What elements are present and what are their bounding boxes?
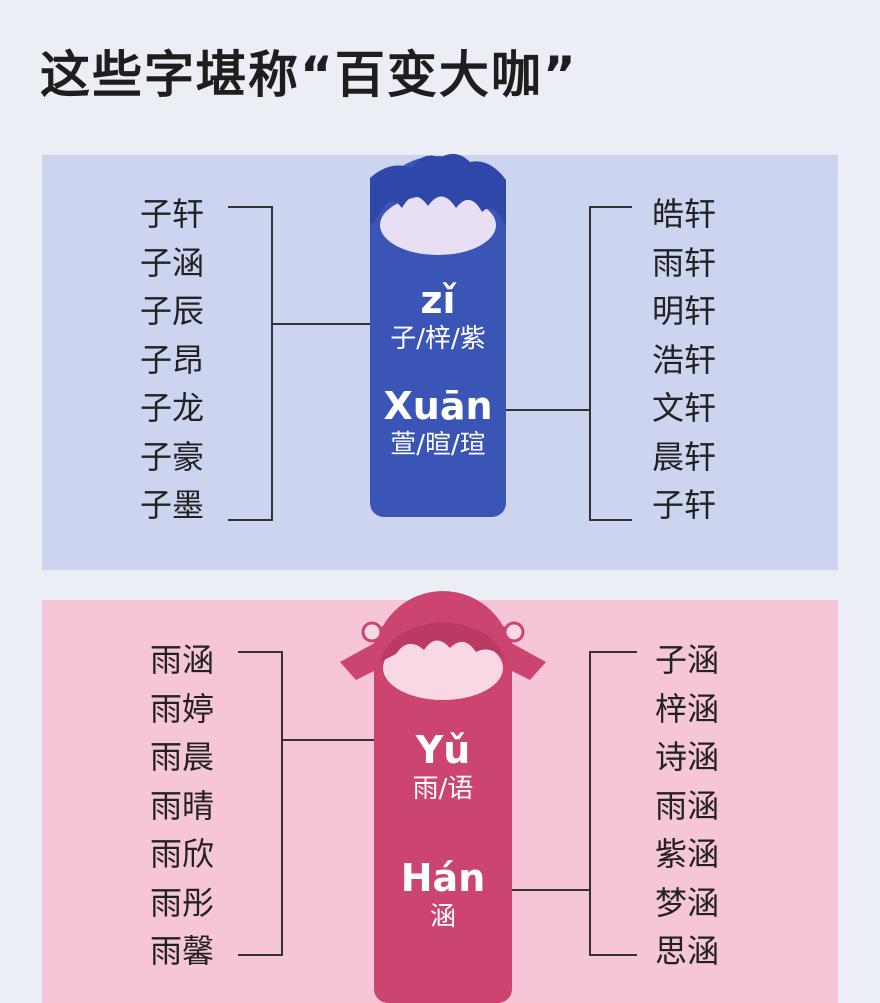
list-item: 雨晨 (150, 738, 215, 776)
list-item: 子涵 (140, 243, 205, 282)
list-item: 雨婷 (150, 689, 215, 728)
list-item: 雨涵 (655, 786, 720, 825)
boy-syllable-1: zǐ 子/梓/紫 (370, 278, 506, 356)
list-item: 诗涵 (655, 738, 720, 776)
girl-syllable-1: Yǔ 雨/语 (374, 728, 512, 806)
list-item: 子豪 (140, 437, 205, 476)
girl-figure (340, 591, 546, 1003)
boy-left-name-list: 子轩 子涵 子辰 子昂 子龙 子豪 子墨 (140, 190, 204, 530)
list-item: 子昂 (140, 340, 205, 379)
girl-right-name-list: 子涵 梓涵 诗涵 雨涵 紫涵 梦涵 思涵 (655, 636, 719, 976)
girl-left-bracket (238, 651, 283, 956)
boy-figure (370, 153, 506, 517)
girl-pinyin-2: Hán (400, 856, 486, 900)
list-item: 紫涵 (655, 835, 720, 873)
boy-pinyin-2: Xuān (383, 384, 493, 428)
girl-left-pigtail (340, 640, 384, 680)
list-item: 明轩 (652, 292, 717, 330)
girl-syllable-2: Hán 涵 (374, 856, 512, 934)
list-item: 雨彤 (150, 883, 215, 922)
boy-syllable-2: Xuān 萱/暄/瑄 (370, 384, 506, 462)
boy-chars-2: 萱/暄/瑄 (390, 430, 486, 460)
girl-chars-1: 雨/语 (412, 774, 474, 804)
list-item: 子涵 (655, 641, 720, 679)
list-item: 雨欣 (150, 835, 215, 873)
page-title: 这些字堪称“百变大咖” (40, 46, 578, 104)
list-item: 梦涵 (655, 883, 720, 922)
list-item: 雨涵 (150, 641, 215, 679)
list-item: 子轩 (652, 486, 717, 524)
girl-chars-2: 涵 (429, 902, 456, 932)
list-item: 子辰 (140, 292, 205, 330)
list-item: 梓涵 (655, 689, 720, 728)
list-item: 子墨 (140, 486, 205, 524)
list-item: 子轩 (140, 195, 205, 233)
boy-left-bracket (228, 206, 273, 521)
list-item: 文轩 (652, 389, 717, 427)
list-item: 雨轩 (652, 243, 717, 282)
boy-chars-1: 子/梓/紫 (390, 324, 486, 354)
list-item: 雨馨 (150, 932, 215, 970)
girl-left-name-list: 雨涵 雨婷 雨晨 雨晴 雨欣 雨彤 雨馨 (150, 636, 214, 976)
list-item: 晨轩 (652, 437, 717, 476)
list-item: 皓轩 (652, 195, 717, 233)
girl-right-bracket (589, 651, 637, 956)
boy-right-bracket (589, 206, 632, 521)
list-item: 雨晴 (150, 786, 215, 825)
boy-pinyin-1: zǐ (420, 278, 456, 322)
boy-right-name-list: 皓轩 雨轩 明轩 浩轩 文轩 晨轩 子轩 (652, 190, 716, 530)
list-item: 思涵 (655, 932, 720, 970)
list-item: 子龙 (140, 389, 205, 427)
girl-pinyin-1: Yǔ (415, 728, 471, 772)
girl-right-pigtail (502, 640, 546, 680)
list-item: 浩轩 (652, 340, 717, 379)
